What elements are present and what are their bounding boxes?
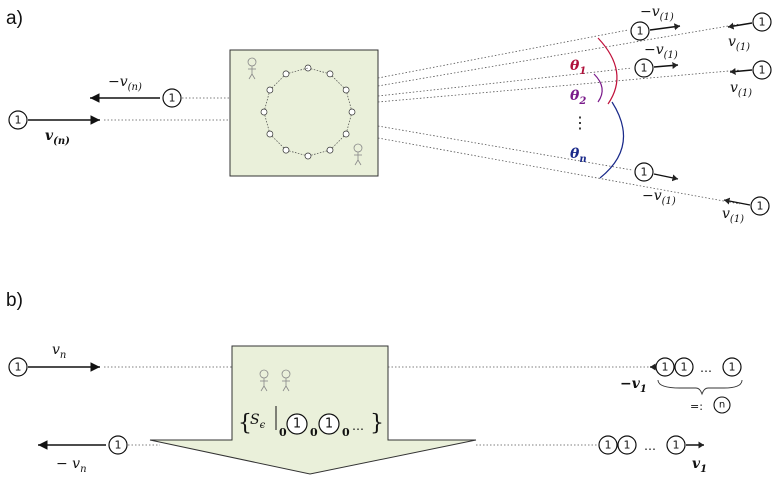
in-velocity-label: v(1) xyxy=(722,206,744,225)
observer-figure-top xyxy=(247,57,257,80)
svg-text:{: { xyxy=(238,411,252,436)
particle-label: 1 xyxy=(757,200,764,213)
panel-a-left-outgoing: 1 −v(n) xyxy=(90,74,230,108)
theta-1-label: θ1 xyxy=(570,58,586,77)
ring-particle xyxy=(282,146,290,154)
right-top-velocity: −v1 xyxy=(620,376,647,395)
particle-label: 1 xyxy=(637,25,644,38)
observer-figures xyxy=(259,369,291,392)
ring-link xyxy=(263,111,271,135)
particle-label: 1 xyxy=(15,114,22,127)
in-velocity-label: vn xyxy=(52,342,66,361)
theta-1-arc xyxy=(597,37,618,105)
underbrace xyxy=(657,379,743,396)
ring-link xyxy=(307,67,331,75)
scatter-lines xyxy=(377,23,741,205)
panel-a-left-incoming: 1 v(n) xyxy=(8,110,230,147)
ring-particle xyxy=(260,108,268,116)
panel-b-label: b) xyxy=(6,290,23,311)
particle-label: 1 xyxy=(115,439,122,452)
ring-link xyxy=(285,67,309,75)
defined-as: =: xyxy=(690,400,703,413)
panel-b-left-outgoing: 1 − vn xyxy=(38,435,160,475)
particle-label: 1 xyxy=(169,92,176,105)
state-S: Sϵ xyxy=(250,412,266,431)
state-tail: … xyxy=(352,419,364,433)
right-bottom-velocity: v1 xyxy=(692,456,707,475)
particle-label: 1 xyxy=(293,417,301,432)
panel-a-label: a) xyxy=(6,8,23,29)
out-velocity-label: −v(1) xyxy=(642,188,676,207)
particle-label: 1 xyxy=(681,361,688,374)
ring-link xyxy=(263,89,271,113)
ring-link xyxy=(307,149,331,157)
state-zero: 0 xyxy=(342,426,350,439)
particle-label: 1 xyxy=(325,417,333,432)
ring-particle xyxy=(342,86,350,94)
ring-link xyxy=(345,89,353,113)
ring-link xyxy=(285,149,309,157)
particle-label: 1 xyxy=(641,166,648,179)
particle-label: 1 xyxy=(641,62,648,75)
in-particle-n: 1 v(1) xyxy=(722,196,770,225)
in-velocity-label: v(1) xyxy=(728,34,750,53)
ellipsis: … xyxy=(644,439,656,453)
vertical-dots: ⋮ xyxy=(572,113,588,132)
out-velocity-label: − vn xyxy=(56,456,87,475)
ring-particle xyxy=(266,130,274,138)
particle-ring xyxy=(260,64,356,160)
ring-particle xyxy=(304,64,312,72)
theta-2-arc xyxy=(593,73,603,103)
particle-label: 1 xyxy=(624,439,631,452)
right-bottom-particles: 1 1 … 1 v1 xyxy=(598,435,707,475)
particle-label: 1 xyxy=(729,361,736,374)
ring-particle xyxy=(342,130,350,138)
svg-text:}: } xyxy=(370,411,384,436)
ring-link xyxy=(269,133,287,151)
incoming-velocity: v(n) xyxy=(45,128,70,147)
state-zero: 0 xyxy=(279,426,287,439)
ring-particle xyxy=(326,70,334,78)
theta-n-arc xyxy=(599,101,625,179)
evolution-arrow xyxy=(149,345,477,475)
particle-label: 1 xyxy=(15,361,22,374)
particle-label: 1 xyxy=(759,16,766,29)
n-particle-label: n xyxy=(719,400,725,411)
right-top-particles: 1 1 … 1 −v1 =: n xyxy=(620,357,743,414)
ring-particle xyxy=(304,152,312,160)
theta-2-label: θ2 xyxy=(570,88,586,107)
particle-label: 1 xyxy=(759,64,766,77)
outgoing-velocity: −v(n) xyxy=(108,74,142,93)
ring-link xyxy=(329,73,347,91)
panel-b-left-incoming: 1 vn xyxy=(8,342,232,377)
state-zero: 0 xyxy=(310,426,318,439)
ring-particle xyxy=(348,108,356,116)
particle-label: 1 xyxy=(673,439,680,452)
observer-figure-bottom xyxy=(353,143,363,166)
ellipsis: … xyxy=(700,361,712,375)
ring-link xyxy=(269,73,287,91)
state-expression: { Sϵ 0 1 0 1 0 … } xyxy=(238,406,384,439)
out-particle-2: 1 −v(1) xyxy=(634,42,679,78)
out-velocity-label: −v(1) xyxy=(644,42,678,61)
out-velocity-label: −v(1) xyxy=(640,4,674,23)
ring-link xyxy=(345,111,353,135)
ring-link xyxy=(329,133,347,151)
in-particle-2: 1 v(1) xyxy=(729,60,772,99)
theta-n-label: θn xyxy=(570,146,587,165)
in-velocity-label: v(1) xyxy=(730,80,752,99)
out-particle-n: 1 −v(1) xyxy=(634,162,679,207)
ring-particle xyxy=(282,70,290,78)
particle-label: 1 xyxy=(605,439,612,452)
ring-particle xyxy=(266,86,274,94)
out-particle-1: 1 −v(1) xyxy=(630,4,681,41)
particle-label: 1 xyxy=(662,361,669,374)
ring-particle xyxy=(326,146,334,154)
in-particle-1: 1 v(1) xyxy=(727,12,772,53)
